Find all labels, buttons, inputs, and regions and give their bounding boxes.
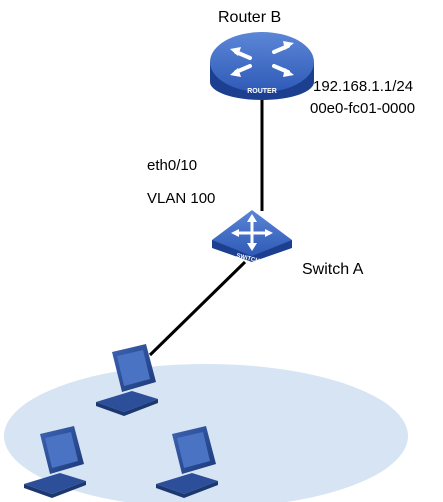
- switch-title: Switch A: [302, 261, 364, 278]
- switch-icon[interactable]: SWITCH: [212, 210, 292, 265]
- pc-icon[interactable]: [96, 344, 158, 416]
- router-ip-label: 192.168.1.1/24: [313, 78, 414, 95]
- switch-badge: SWITCH: [236, 253, 260, 265]
- pc-icon[interactable]: [24, 426, 86, 498]
- router-badge: ROUTER: [247, 88, 277, 95]
- pc-icon[interactable]: [156, 426, 218, 498]
- router-icon[interactable]: ROUTER: [210, 32, 314, 100]
- router-title: Router B: [218, 9, 282, 26]
- switch-lan-link: [148, 260, 247, 357]
- router-mac-label: 00e0-fc01-0000: [310, 100, 416, 117]
- uplink-vlan-label: VLAN 100: [147, 190, 216, 207]
- uplink-port-label: eth0/10: [147, 157, 198, 174]
